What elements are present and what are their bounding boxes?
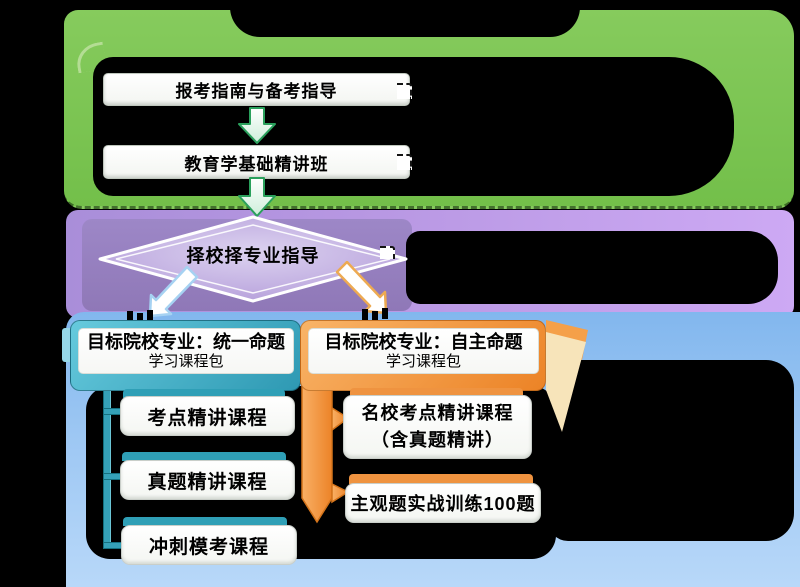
arrow-foot bbox=[372, 311, 378, 322]
course-tab bbox=[350, 388, 523, 398]
step-box-1: 报考指南与备考指导 bbox=[103, 73, 410, 106]
course-box: 考点精讲课程 bbox=[120, 396, 295, 436]
course-tab bbox=[123, 517, 287, 526]
step-box-1-label: 报考指南与备考指导 bbox=[175, 82, 338, 101]
branch-header-left-panel: 目标院校专业：统一命题 学习课程包 bbox=[78, 328, 294, 374]
decision-note-panel bbox=[406, 231, 778, 304]
branch-arrow-left-icon bbox=[148, 266, 199, 318]
arrow-foot bbox=[362, 309, 368, 320]
branch-header-right-subtitle: 学习课程包 bbox=[385, 353, 461, 370]
dashed-callout-icon bbox=[397, 83, 412, 99]
course-label: 主观题实战训练100题 bbox=[350, 494, 536, 514]
decision-label: 择校择专业指导 bbox=[94, 209, 412, 311]
down-arrow-icon bbox=[238, 107, 276, 144]
ribbon-fold-icon bbox=[546, 320, 588, 432]
arrow-foot bbox=[382, 308, 388, 319]
course-tab bbox=[349, 474, 533, 484]
course-label: 冲刺模考课程 bbox=[148, 536, 269, 558]
branch-header-right-panel: 目标院校专业：自主命题 学习课程包 bbox=[308, 328, 539, 374]
title-banner-obscured bbox=[230, 0, 580, 37]
course-box: 真题精讲课程 bbox=[120, 460, 295, 500]
connector-bracket-right bbox=[301, 378, 350, 524]
course-label: 真题精讲课程 bbox=[147, 471, 268, 493]
branch-header-left: 目标院校专业：统一命题 学习课程包 bbox=[70, 320, 301, 391]
dashed-callout-icon bbox=[397, 154, 412, 170]
course-box: 冲刺模考课程 bbox=[121, 525, 297, 565]
branch-header-left-subtitle: 学习课程包 bbox=[148, 353, 224, 370]
course-box: 主观题实战训练100题 bbox=[345, 483, 541, 523]
decision-label-text: 择校择专业指导 bbox=[186, 246, 320, 266]
step-box-2-label: 教育学基础精讲班 bbox=[184, 154, 329, 174]
course-tab bbox=[122, 452, 286, 461]
course-tab bbox=[123, 389, 285, 398]
step-box-2: 教育学基础精讲班 bbox=[103, 145, 410, 179]
branch-header-left-title: 目标院校专业：统一命题 bbox=[87, 332, 285, 352]
course-label: 考点精讲课程 bbox=[147, 407, 268, 429]
branch-header-right: 目标院校专业：自主命题 学习课程包 bbox=[300, 320, 546, 391]
dashed-callout-icon bbox=[380, 246, 395, 259]
arrow-foot bbox=[137, 313, 143, 324]
branch-header-right-title: 目标院校专业：自主命题 bbox=[324, 332, 523, 352]
course-label: （含真题精讲） bbox=[371, 430, 504, 450]
down-arrow-icon bbox=[238, 177, 276, 217]
connector-bracket-left bbox=[103, 390, 111, 549]
arrow-foot bbox=[147, 310, 153, 321]
course-box: 名校考点精讲课程 （含真题精讲） bbox=[343, 395, 532, 459]
course-inner-panel-right bbox=[548, 360, 794, 541]
course-label: 名校考点精讲课程 bbox=[361, 403, 514, 423]
arrow-foot bbox=[127, 311, 133, 322]
